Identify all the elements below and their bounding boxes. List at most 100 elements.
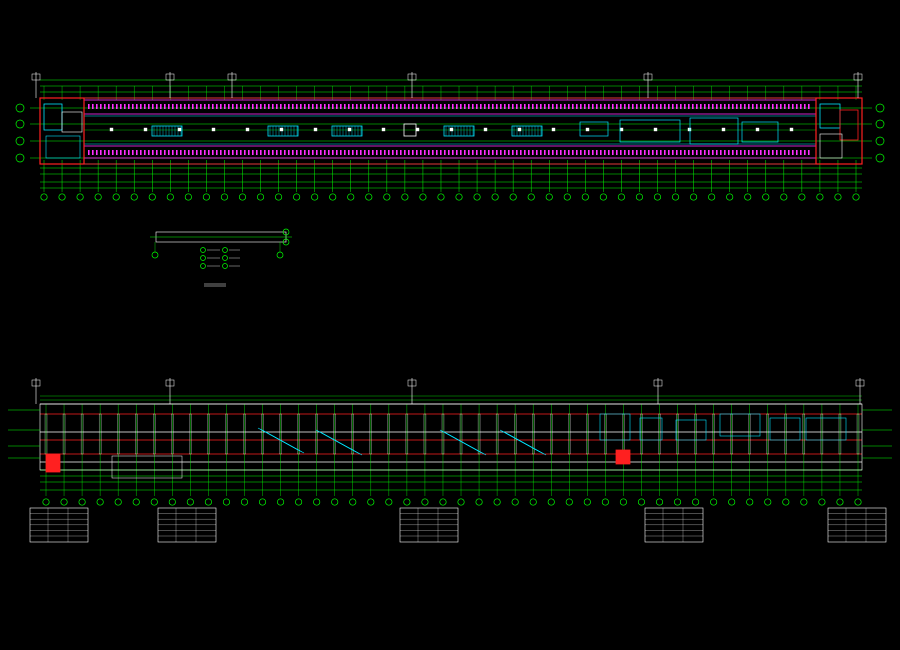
plan-track-sleeper	[424, 150, 426, 155]
section-column-axis-bubble	[204, 498, 212, 506]
plan-track-sleeper	[732, 104, 734, 109]
section-tag	[855, 379, 865, 387]
section-column-axis-bubble	[800, 498, 808, 506]
section-escalator	[445, 432, 487, 456]
plan-track-sleeper	[652, 104, 654, 109]
plan-track-sleeper	[368, 150, 370, 155]
plan-track-sleeper	[720, 104, 722, 109]
annotation-table-frame	[29, 507, 89, 543]
plan-column-axis-bubble	[184, 193, 192, 201]
plan-track-sleeper	[324, 104, 326, 109]
plan-track-sleeper	[176, 104, 178, 109]
section-column-axis-bubble	[818, 498, 826, 506]
plan-track-sleeper	[136, 150, 138, 155]
section-column	[586, 413, 589, 455]
plan-track-sleeper	[412, 150, 414, 155]
plan-track-sleeper	[332, 150, 334, 155]
plan-track-sleeper	[772, 104, 774, 109]
plan-track-sleeper	[228, 150, 230, 155]
plan-track-sleeper	[620, 150, 622, 155]
annotation-table	[157, 507, 217, 543]
plan-track-sleeper	[600, 104, 602, 109]
plan-track-sleeper	[460, 150, 462, 155]
plan-column	[517, 127, 522, 132]
plan-track-sleeper	[420, 104, 422, 109]
plan-track-sleeper	[712, 104, 714, 109]
plan-track-sleeper	[576, 104, 578, 109]
plan-track-sleeper	[468, 150, 470, 155]
plan-track-sleeper	[764, 150, 766, 155]
plan-column	[483, 127, 488, 132]
plan-track-sleeper	[288, 150, 290, 155]
plan-track-sleeper	[548, 104, 550, 109]
plan-track-sleeper	[468, 104, 470, 109]
plan-track-sleeper	[296, 104, 298, 109]
plan-track-sleeper	[492, 104, 494, 109]
plan-track-sleeper	[588, 104, 590, 109]
plan-track-sleeper	[728, 104, 730, 109]
plan-track-sleeper	[204, 104, 206, 109]
plan-track-sleeper	[564, 104, 566, 109]
section-column	[712, 413, 715, 455]
section-tag	[407, 379, 417, 387]
plan-track-sleeper	[788, 104, 790, 109]
plan-track-sleeper	[648, 104, 650, 109]
plan-track-sleeper	[312, 104, 314, 109]
plan-column	[313, 127, 318, 132]
plan-track-sleeper	[516, 150, 518, 155]
plan-track-sleeper	[796, 150, 798, 155]
plan-track-sleeper	[496, 150, 498, 155]
plan-track-sleeper	[184, 104, 186, 109]
plan-track-sleeper	[388, 150, 390, 155]
section-column	[514, 413, 517, 455]
plan-track-sleeper	[788, 150, 790, 155]
plan-track-sleeper	[556, 150, 558, 155]
plan-track-sleeper	[696, 150, 698, 155]
section-column	[243, 413, 246, 455]
plan-track-sleeper	[216, 150, 218, 155]
plan-track-sleeper	[500, 150, 502, 155]
plan-track-sleeper	[800, 104, 802, 109]
plan-track-sleeper	[624, 150, 626, 155]
plan-column-axis-bubble	[238, 193, 247, 201]
plan-track-sleeper	[268, 150, 270, 155]
section-column	[261, 413, 264, 455]
section-column	[315, 413, 318, 455]
section-column	[98, 413, 102, 455]
plan-track-sleeper	[432, 150, 434, 155]
plan-track-sleeper	[300, 104, 302, 109]
section-column-axis-bubble	[529, 498, 537, 506]
plan-track-sleeper	[592, 150, 594, 155]
plan-track-sleeper	[360, 104, 362, 109]
plan-column-axis-bubble	[76, 193, 84, 201]
section-column	[171, 413, 174, 455]
plan-track-sleeper	[288, 104, 290, 109]
plan-track-sleeper	[740, 150, 742, 155]
detail-legend-bubble	[222, 263, 228, 269]
plan-column-axis-bubble	[401, 193, 409, 201]
plan-row-axis-bubble	[15, 119, 25, 129]
plan-track-sleeper	[116, 150, 118, 155]
plan-track-sleeper	[716, 150, 718, 155]
section-column-axis-bubble	[60, 498, 68, 506]
section-column-axis-bubble	[403, 498, 411, 506]
plan-track-sleeper	[300, 150, 302, 155]
plan-track-sleeper	[108, 104, 110, 109]
plan-section-tag	[407, 73, 417, 81]
plan-track-sleeper	[164, 150, 166, 155]
section-column	[189, 413, 192, 455]
plan-track-sleeper	[248, 104, 250, 109]
section-column	[838, 413, 842, 455]
plan-track-sleeper	[580, 104, 582, 109]
plan-track-sleeper	[368, 104, 370, 109]
plan-column	[755, 127, 760, 132]
plan-track-sleeper	[660, 104, 662, 109]
plan-column-axis-bubble	[365, 193, 373, 201]
section-column-axis-bubble	[565, 498, 573, 506]
section-column	[333, 413, 336, 455]
plan-column-axis-bubble	[798, 193, 806, 201]
plan-track-sleeper	[356, 104, 358, 109]
